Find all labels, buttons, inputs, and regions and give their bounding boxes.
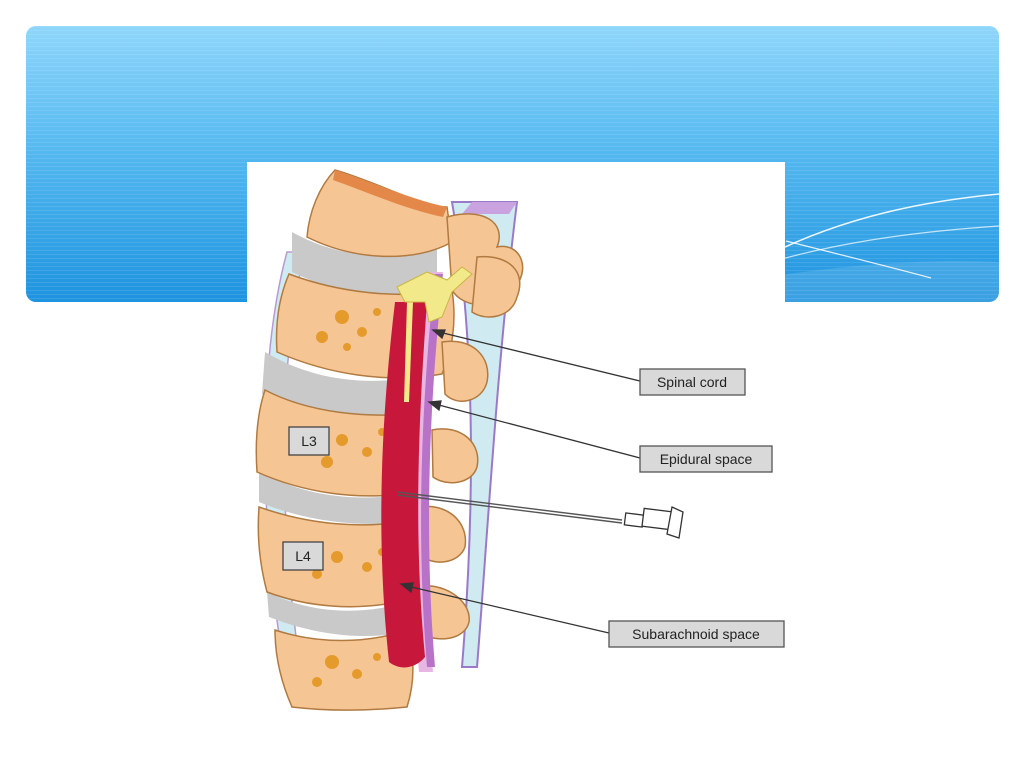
svg-text:Subarachnoid space: Subarachnoid space <box>632 626 760 642</box>
lumbar-puncture-diagram: L3 L4 Spinal cord Epidural space Subarac… <box>247 162 785 718</box>
svg-text:Spinal cord: Spinal cord <box>657 374 727 390</box>
posterior-ligament-top <box>462 202 517 214</box>
vertebra-label-l3: L3 <box>288 426 330 456</box>
intervertebral-disc <box>262 352 417 420</box>
svg-text:L3: L3 <box>301 433 317 449</box>
dura-mater <box>421 274 443 667</box>
nerve-root <box>396 266 473 323</box>
spine-illustration: L3 L4 Spinal cord Epidural space Subarac… <box>255 169 785 711</box>
spinal-needle-syringe-icon <box>396 491 684 539</box>
vertebral-body-l5 <box>274 628 414 711</box>
spinous-process <box>441 340 489 402</box>
intervertebral-disc <box>267 592 407 637</box>
svg-text:L4: L4 <box>295 548 311 564</box>
intervertebral-disc <box>259 470 407 524</box>
bone-speckles <box>312 308 386 687</box>
spinous-process <box>471 255 521 318</box>
subarachnoid-space <box>381 302 427 668</box>
callout-spinal-cord: Spinal cord <box>639 368 746 396</box>
vertebra-label-l4: L4 <box>282 541 324 571</box>
label-leader-arrows <box>399 329 641 634</box>
banner-swoosh-decoration <box>725 193 999 302</box>
spinous-process <box>431 428 479 484</box>
intervertebral-disc <box>292 232 437 297</box>
svg-text:Epidural space: Epidural space <box>660 451 753 467</box>
spinal-cord-conus <box>404 302 413 402</box>
cut-bone-surface <box>333 170 447 217</box>
callout-subarachnoid-space: Subarachnoid space <box>608 620 785 648</box>
callout-epidural-space: Epidural space <box>639 445 773 473</box>
